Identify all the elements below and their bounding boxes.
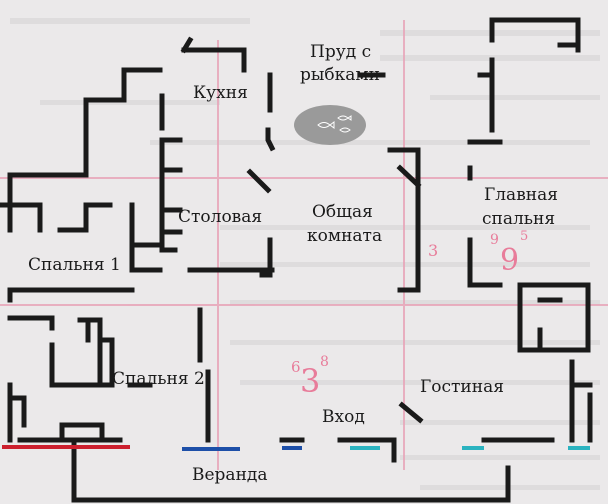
grid-number-8-small: 8 — [320, 354, 329, 370]
label-entrance: Вход — [322, 407, 365, 427]
grid-number-5-small: 5 — [520, 229, 528, 244]
fish-pond — [294, 105, 366, 145]
grid-number-9-big: 9 — [500, 243, 519, 278]
label-pond-line2: рыбками — [300, 65, 380, 85]
grid-number-3-big: 3 — [300, 362, 320, 400]
label-kitchen: Кухня — [193, 83, 248, 103]
label-bedroom1: Спальня 1 — [28, 255, 121, 275]
grid-number-3-small: 3 — [428, 241, 438, 260]
walls — [0, 17, 593, 503]
door-markers — [2, 445, 590, 451]
label-dining: Столовая — [178, 207, 262, 227]
label-living: Гостиная — [420, 377, 504, 397]
label-master-line1: Главная — [484, 185, 558, 205]
label-veranda: Веранда — [192, 465, 268, 485]
grid-number-6-small: 6 — [291, 358, 301, 376]
label-bedroom2: Спальня 2 — [112, 369, 205, 389]
label-common-line2: комната — [307, 226, 382, 246]
label-master-line2: спальня — [482, 209, 555, 229]
label-common-line1: Общая — [312, 202, 373, 222]
grid-number-9-small: 9 — [490, 232, 499, 248]
label-pond-line1: Пруд с — [310, 42, 371, 62]
grid-lines — [0, 20, 608, 470]
